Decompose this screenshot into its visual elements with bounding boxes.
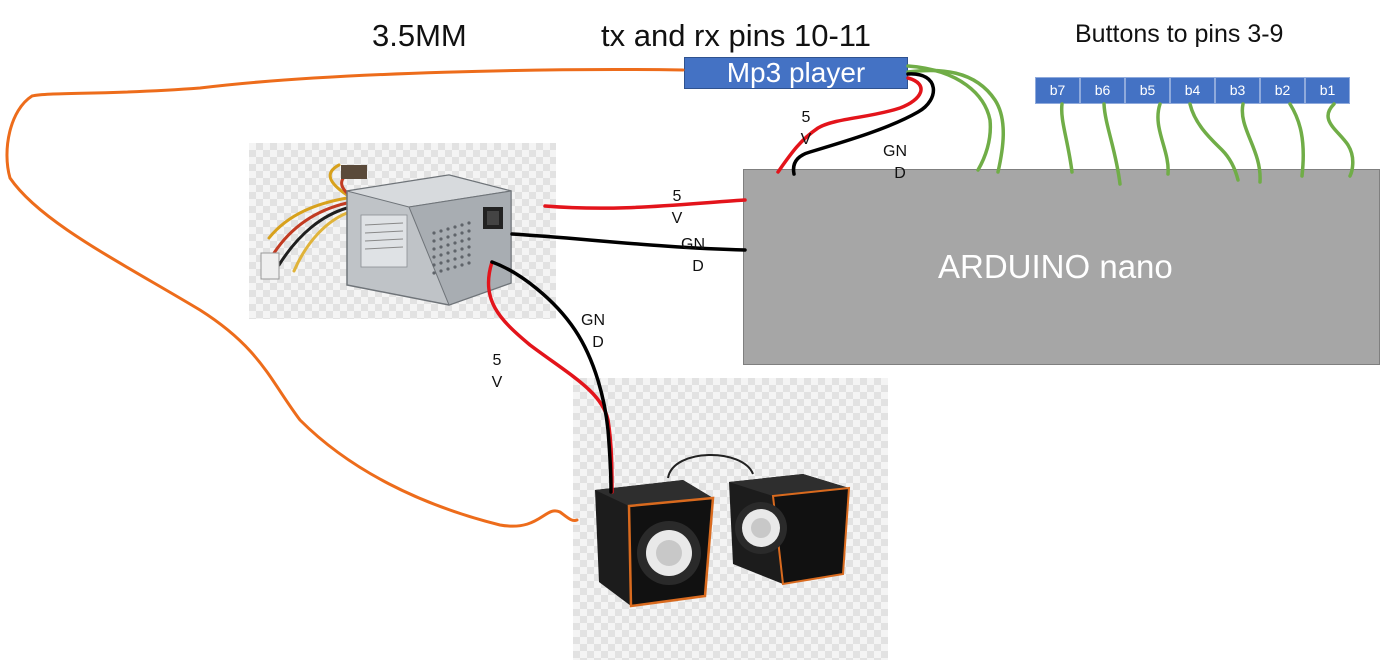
button-b1: b1	[1305, 77, 1350, 104]
button-b5: b5	[1125, 77, 1170, 104]
buttons-pins-label: Buttons to pins 3-9	[1075, 20, 1284, 48]
button-wire-b1	[1326, 102, 1355, 178]
speaker-icon	[595, 454, 851, 608]
mp3-5v-label: 5 V	[800, 109, 812, 148]
button-b7: b7	[1035, 77, 1080, 104]
mp3-gnd-label: GN D	[883, 143, 907, 182]
button-b6: b6	[1080, 77, 1125, 104]
power-supply-image	[249, 143, 556, 319]
button-wire-b2	[1288, 102, 1306, 178]
serial-pins-label: tx and rx pins 10-11	[601, 18, 871, 53]
psu-arduino-5v-label: 5 V	[671, 188, 683, 227]
audio-jack-label: 3.5MM	[372, 18, 467, 53]
button-b4: b4	[1170, 77, 1215, 104]
psu-speaker-5v-label: 5 V	[491, 352, 503, 391]
button-wire-b7	[1059, 102, 1074, 174]
power-supply-icon	[260, 163, 512, 306]
arduino-label: ARDUINO nano	[938, 248, 1173, 285]
psu-arduino-gnd-label: GN D	[681, 236, 705, 275]
button-b3: b3	[1215, 77, 1260, 104]
arduino-board	[743, 169, 1380, 365]
button-row: b7 b6 b5 b4 b3 b2 b1	[1035, 77, 1350, 104]
button-b2: b2	[1260, 77, 1305, 104]
speakers-image	[573, 378, 888, 660]
mp3-player-module: Mp3 player	[684, 57, 908, 89]
serial-wire-2	[906, 68, 1005, 174]
psu-speaker-gnd-label: GN D	[581, 312, 605, 351]
psu-arduino-5v-wire	[543, 198, 747, 210]
serial-wire-1	[906, 64, 993, 172]
button-wire-b5	[1156, 102, 1170, 176]
